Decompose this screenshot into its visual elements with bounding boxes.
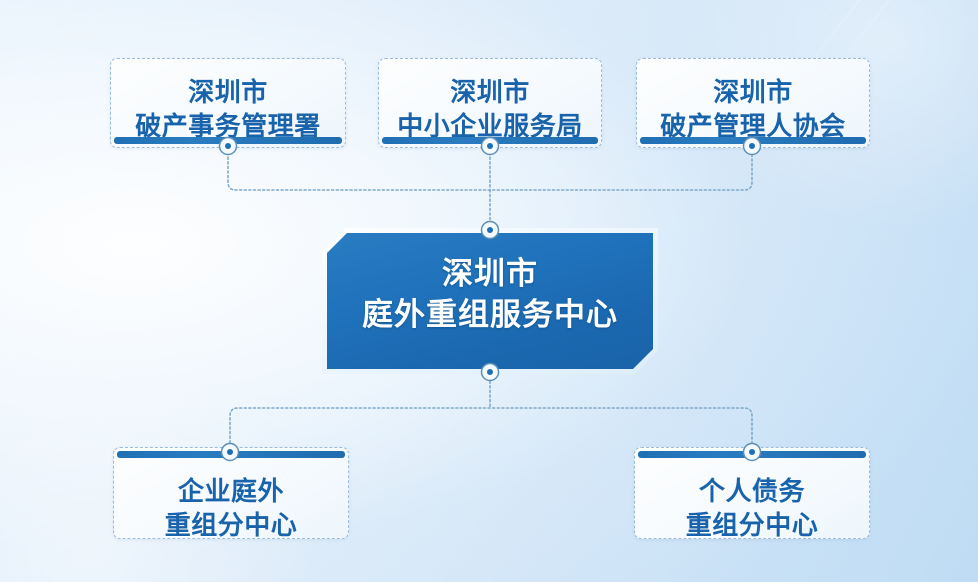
node-top-3-line1: 深圳市 xyxy=(713,78,793,108)
node-top-2-accent-bar xyxy=(382,137,598,144)
node-central-line2: 庭外重组服务中心 xyxy=(362,296,618,333)
node-bottom-2-accent-bar xyxy=(638,451,866,458)
node-bottom-2[interactable]: 个人债务 重组分中心 xyxy=(634,447,870,541)
node-top-3-accent-bar xyxy=(640,137,866,144)
node-bottom-2-label: 个人债务 重组分中心 xyxy=(635,476,869,544)
node-top-1-label: 深圳市 破产事务管理署 xyxy=(111,77,345,145)
node-bottom-2-line2: 重组分中心 xyxy=(685,510,819,541)
node-top-1[interactable]: 深圳市 破产事务管理署 xyxy=(110,58,346,148)
node-central-label: 深圳市 庭外重组服务中心 xyxy=(322,254,658,336)
node-bottom-1-line1: 企业庭外 xyxy=(177,477,284,507)
node-central-line1: 深圳市 xyxy=(442,256,538,292)
node-top-1-accent-bar xyxy=(114,137,342,144)
node-bottom-1-accent-bar xyxy=(117,451,345,458)
node-top-2[interactable]: 深圳市 中小企业服务局 xyxy=(378,58,602,148)
node-top-2-label: 深圳市 中小企业服务局 xyxy=(379,77,601,145)
node-central-fill xyxy=(327,233,653,369)
node-bottom-1-label: 企业庭外 重组分中心 xyxy=(114,476,348,544)
node-top-3[interactable]: 深圳市 破产管理人协会 xyxy=(636,58,870,148)
node-top-2-line1: 深圳市 xyxy=(450,78,530,108)
node-bottom-1-line2: 重组分中心 xyxy=(164,510,298,541)
node-top-1-line1: 深圳市 xyxy=(188,78,268,108)
wire-bottom-bus xyxy=(229,407,753,453)
node-top-3-label: 深圳市 破产管理人协会 xyxy=(637,77,869,145)
node-bottom-1[interactable]: 企业庭外 重组分中心 xyxy=(113,447,349,541)
node-central[interactable]: 深圳市 庭外重组服务中心 xyxy=(322,228,658,374)
node-bottom-2-line1: 个人债务 xyxy=(698,477,805,507)
